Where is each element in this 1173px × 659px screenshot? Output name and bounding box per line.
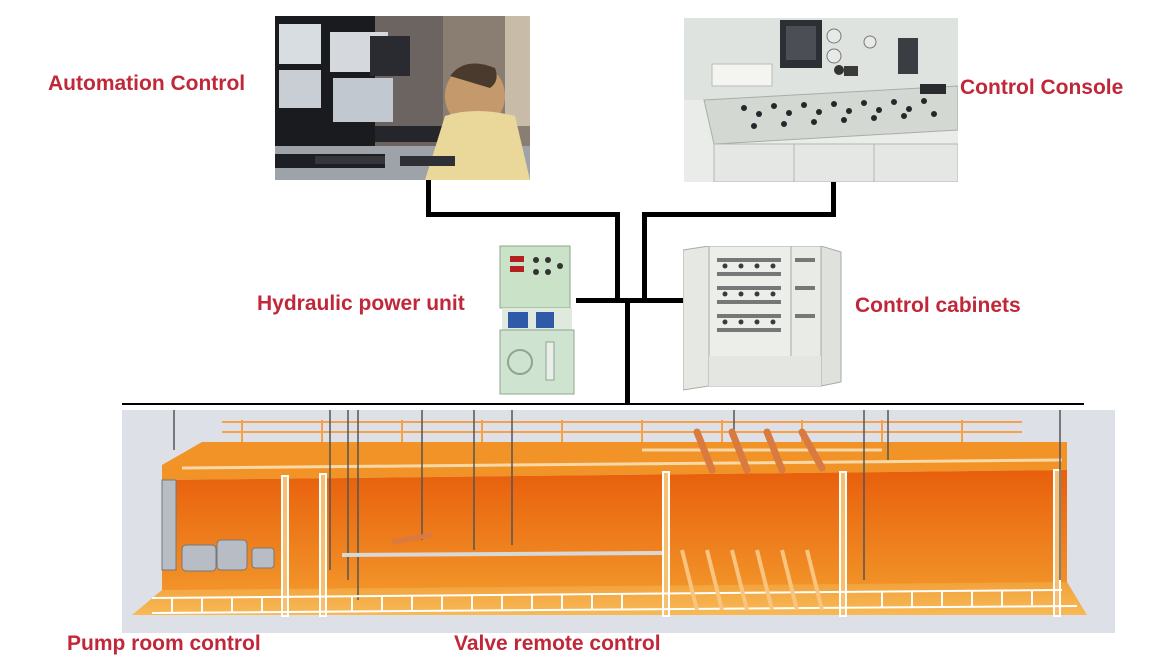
hydraulic-unit-image	[498, 242, 576, 398]
control-cabinets-label: Control cabinets	[855, 294, 1021, 317]
ship-tank-cutaway-image	[122, 410, 1115, 633]
hydraulic-power-unit-label: Hydraulic power unit	[257, 292, 465, 315]
automation-control-label: Automation Control	[48, 72, 246, 95]
valve-remote-control-label: Valve remote control	[454, 632, 661, 655]
control-cabinet-image	[683, 246, 843, 392]
control-console-label: Control Console	[960, 76, 1124, 99]
pump-room-control-label: Pump room control	[67, 632, 261, 655]
control-console-image	[684, 18, 958, 182]
operator-workstation-image	[275, 16, 530, 180]
